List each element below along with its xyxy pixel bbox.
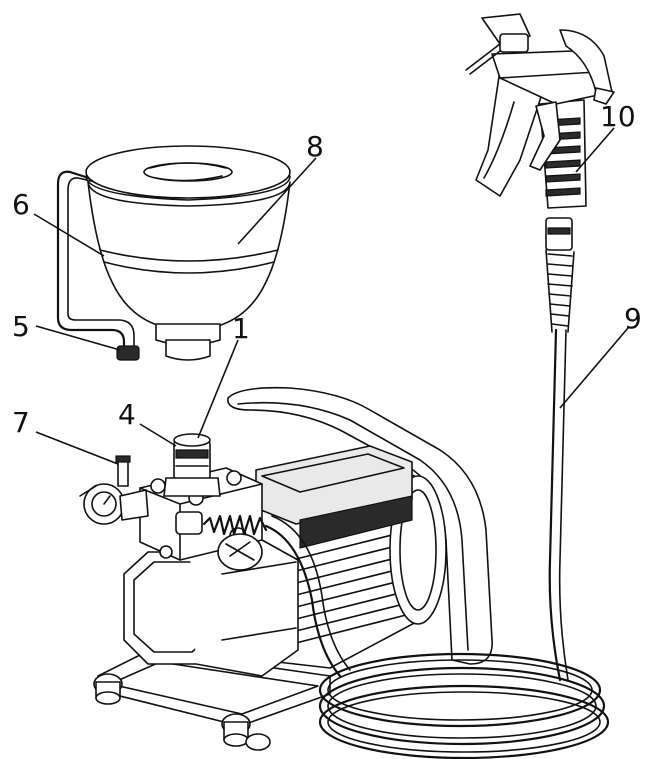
pump-assembly	[79, 433, 299, 677]
siphon-tube	[56, 170, 126, 354]
leader-5	[35, 325, 121, 351]
callout-4: 4	[118, 398, 136, 431]
callout-9: 9	[624, 302, 642, 335]
leader-6	[33, 213, 105, 257]
callout-1: 1	[232, 312, 250, 345]
leader-lines	[33, 127, 629, 465]
leader-10	[575, 127, 615, 173]
leader-7	[35, 431, 119, 465]
hopper-band	[99, 249, 279, 262]
siphon-tube-end	[116, 345, 140, 361]
high-pressure-hose	[264, 217, 610, 759]
hopper	[56, 145, 291, 361]
leader-8	[237, 157, 317, 245]
callout-7: 7	[12, 406, 30, 439]
callout-5: 5	[12, 310, 30, 343]
callout-8: 8	[306, 130, 324, 163]
hopper-lid	[85, 145, 291, 199]
outlet-spring	[175, 511, 268, 536]
leader-1	[197, 339, 239, 439]
leader-4	[139, 423, 177, 447]
frame-handle	[227, 386, 493, 665]
callout-10: 10	[600, 100, 636, 133]
hopper-bowl	[87, 181, 291, 327]
spray-gun	[465, 13, 615, 209]
callout-labels: 1 4 5 6 7 8 9 10	[12, 100, 642, 439]
callout-6: 6	[12, 188, 30, 221]
leader-9	[559, 327, 629, 409]
